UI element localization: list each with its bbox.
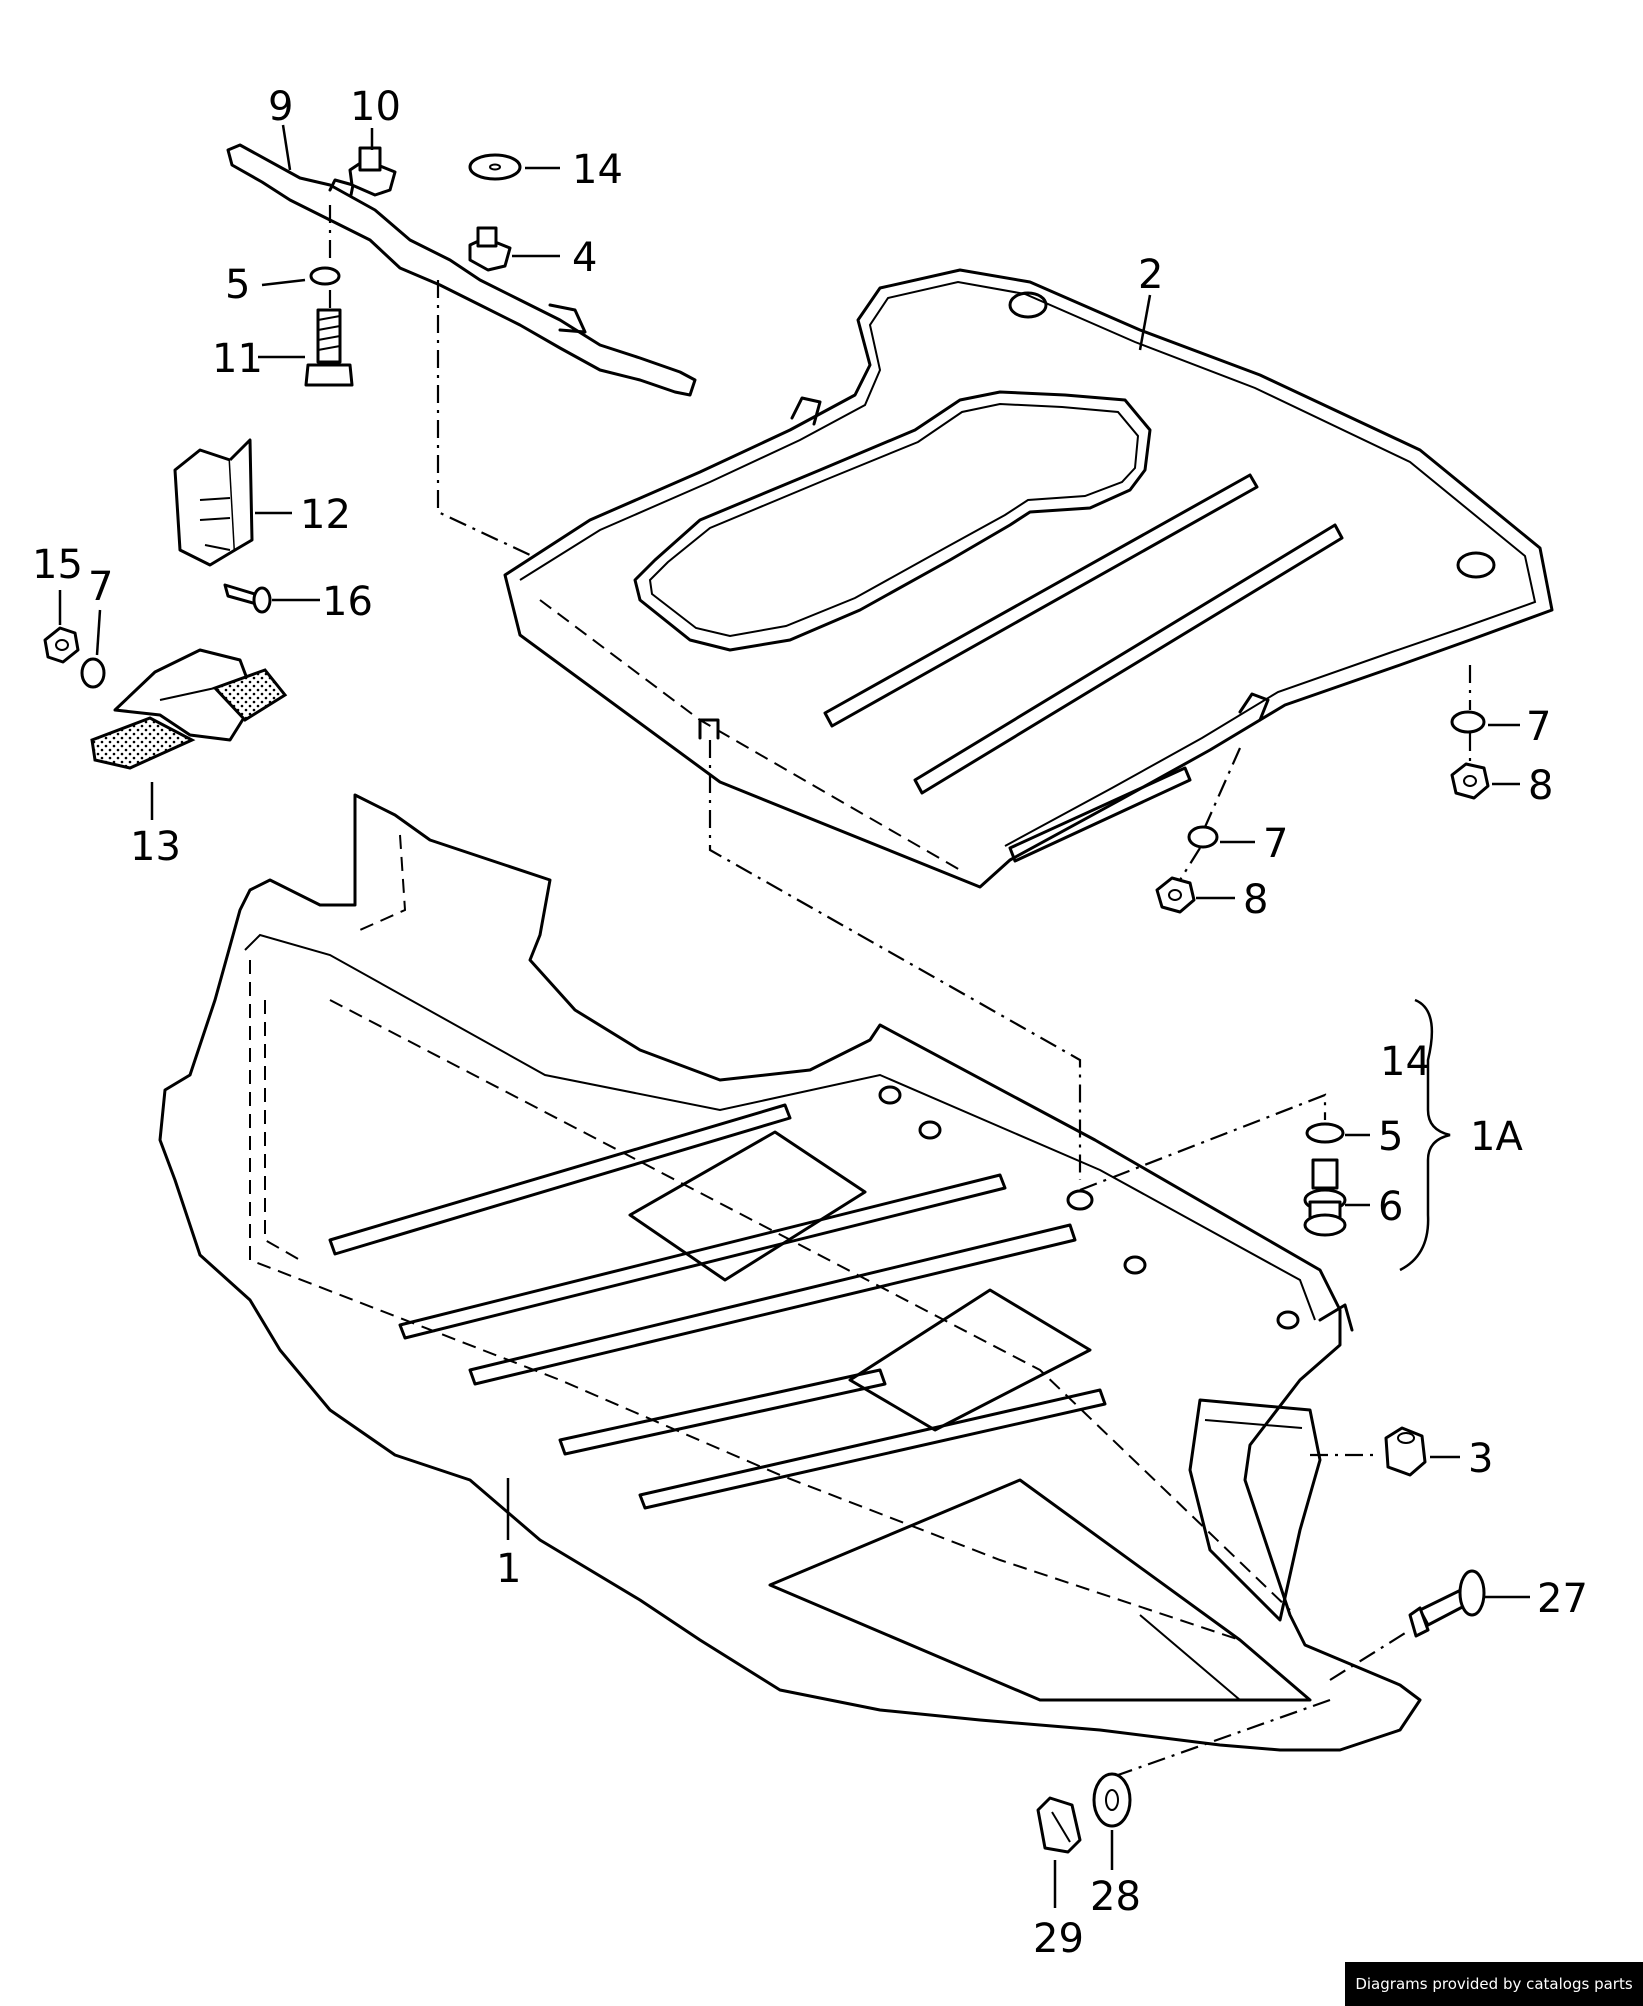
- callout-28: 28: [1090, 1874, 1141, 1920]
- washer-part-5-kit: [1305, 1122, 1345, 1144]
- nut-part-15: [43, 626, 80, 664]
- callout-3: 3: [1468, 1436, 1493, 1482]
- callout-5-top: 5: [225, 262, 250, 308]
- clip-part-29: [1036, 1796, 1082, 1854]
- assembly-lines: [328, 205, 1472, 1777]
- callout-4: 4: [572, 235, 597, 281]
- callout-29: 29: [1033, 1916, 1084, 1962]
- callout-7-left: 7: [88, 564, 113, 610]
- washer-part-7-right: [1450, 710, 1486, 734]
- callout-10: 10: [350, 84, 401, 130]
- callout-11: 11: [212, 336, 263, 382]
- callout-8-right: 8: [1528, 763, 1553, 809]
- washer-part-5: [309, 266, 341, 286]
- callout-27: 27: [1537, 1576, 1588, 1622]
- callout-13: 13: [130, 824, 181, 870]
- nut-part-8-right: [1450, 762, 1490, 800]
- bolt-part-11: [304, 308, 354, 387]
- callout-7-right: 7: [1526, 704, 1551, 750]
- bracket-part-12: [173, 438, 254, 567]
- callout-14-top: 14: [572, 147, 623, 193]
- nut-part-8-lower: [1155, 876, 1196, 914]
- nut-part-3: [1384, 1426, 1427, 1477]
- clip-nut-part-4: [468, 226, 512, 272]
- callout-2: 2: [1138, 252, 1163, 298]
- credit-banner: Diagrams provided by catalogs parts: [1345, 1962, 1643, 2006]
- upper-tray-part-2: [503, 268, 1554, 889]
- clip-nut-part-10: [348, 146, 397, 197]
- callout-labels: 9 10 14 4 5 11 12 16 15 7 13 2 7 8 7 8 1…: [32, 84, 1588, 1962]
- callout-8-lower: 8: [1243, 877, 1268, 923]
- undershield-part-1: [158, 793, 1422, 1752]
- callout-6: 6: [1378, 1184, 1403, 1230]
- bracket-part-9: [226, 143, 697, 397]
- washer-part-14: [468, 153, 522, 181]
- washer-part-7-left: [80, 657, 106, 689]
- callout-12: 12: [300, 492, 351, 538]
- callout-7-lower: 7: [1263, 821, 1288, 867]
- clip-part-27: [1408, 1569, 1486, 1638]
- screw-part-16: [223, 583, 272, 614]
- callout-14-kit: 14: [1380, 1039, 1431, 1085]
- callout-5-kit: 5: [1378, 1114, 1403, 1160]
- callout-1: 1: [496, 1546, 521, 1592]
- leader-lines: [58, 124, 1530, 1908]
- washer-part-7-lower: [1187, 825, 1219, 849]
- heat-shield-part-13: [90, 648, 288, 770]
- callout-9: 9: [268, 84, 293, 130]
- callout-15: 15: [32, 542, 83, 588]
- stud-part-6: [1303, 1158, 1347, 1237]
- washer-part-28: [1092, 1772, 1132, 1828]
- callout-16: 16: [322, 579, 373, 625]
- callout-1a: 1A: [1470, 1114, 1523, 1160]
